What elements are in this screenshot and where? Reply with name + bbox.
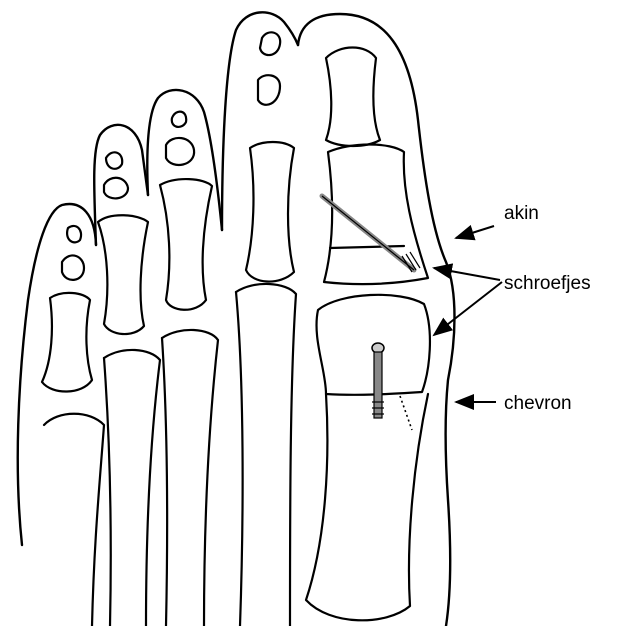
screw-arrow-lower bbox=[434, 282, 502, 335]
akin-osteotomy-line bbox=[330, 246, 404, 248]
screw-arrow-upper bbox=[434, 268, 500, 280]
label-screws: schroefjes bbox=[504, 273, 591, 294]
label-chevron: chevron bbox=[504, 393, 572, 414]
fourth-toe-bones bbox=[98, 152, 160, 626]
hallux-bones bbox=[306, 48, 430, 621]
chevron-screw bbox=[372, 343, 384, 418]
second-toe-bones bbox=[236, 32, 296, 626]
fifth-toe-bones bbox=[42, 226, 104, 626]
akin-arrow bbox=[456, 226, 494, 238]
third-toe-bones bbox=[160, 112, 218, 626]
foot-outline bbox=[18, 12, 455, 626]
chevron-osteotomy-dashes bbox=[400, 396, 412, 430]
akin-screw bbox=[322, 196, 420, 272]
annotation-arrows bbox=[434, 226, 502, 402]
label-akin: akin bbox=[504, 203, 539, 224]
